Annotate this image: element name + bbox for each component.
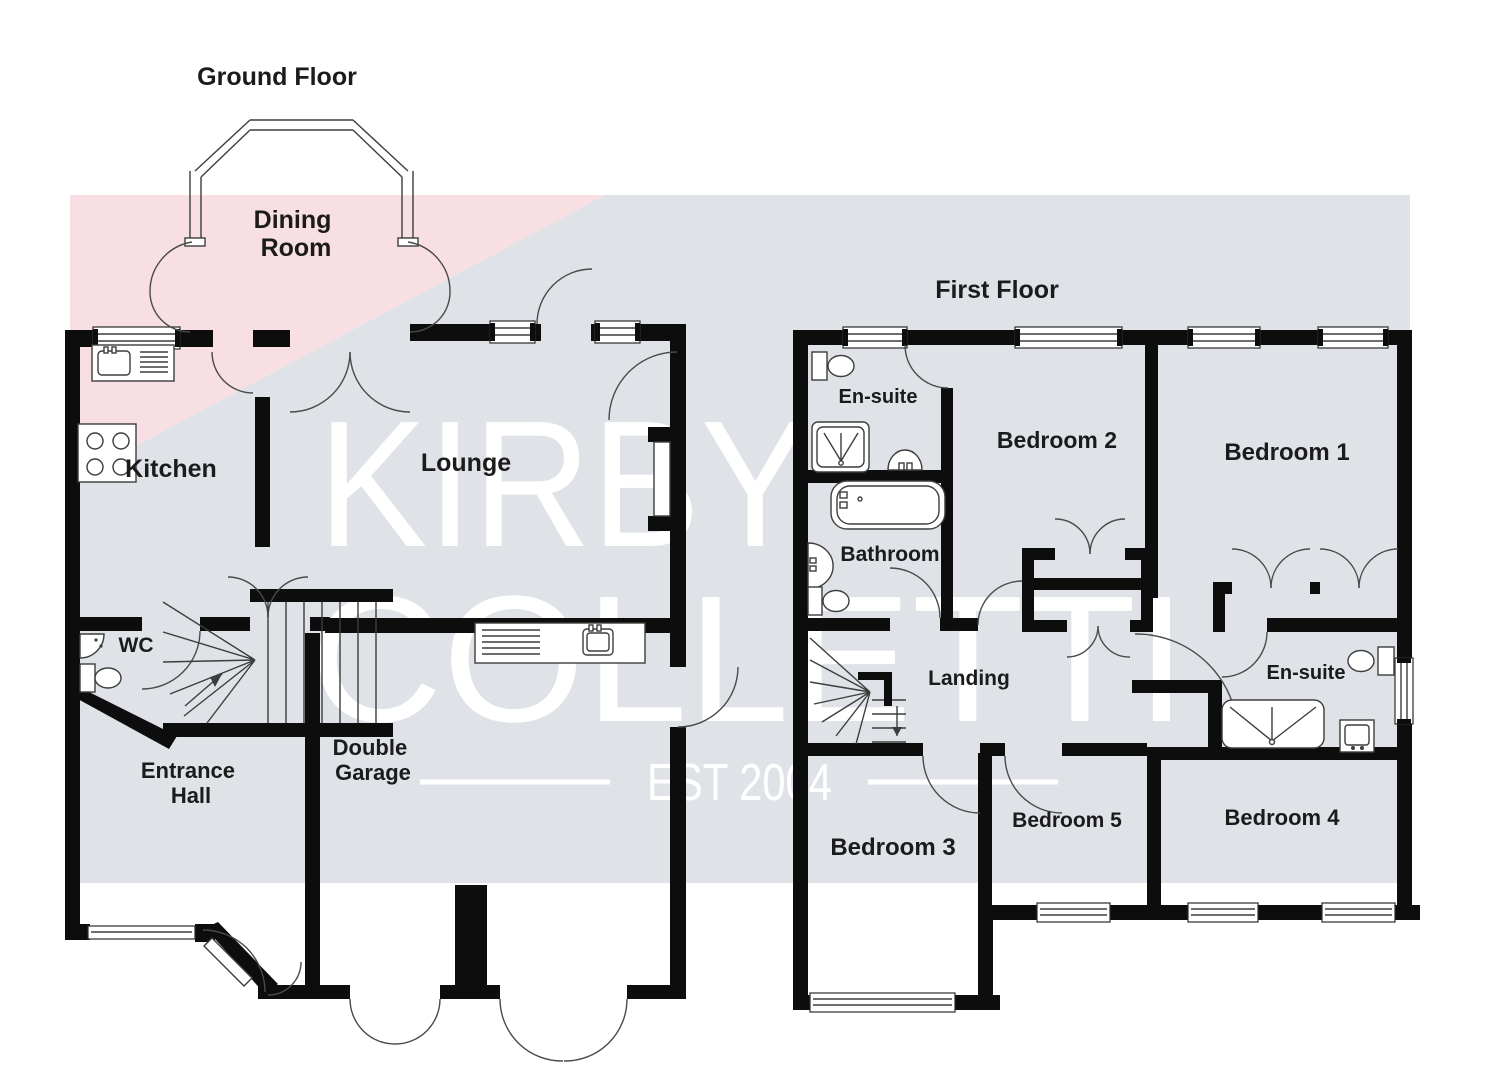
garage-door1-arc-right xyxy=(394,998,441,1045)
gray-wash-shape xyxy=(70,195,1410,883)
hall-bay-window xyxy=(87,925,196,940)
watermark-brand-bottom: COLLETTI xyxy=(310,559,1187,760)
ensuite-left-window xyxy=(842,326,908,349)
bathroom-door-arc xyxy=(889,567,941,619)
dining-left-door-arc2 xyxy=(149,291,191,333)
bedroom2-closet-arc-right xyxy=(1089,518,1126,555)
dining-right-door-arc xyxy=(407,241,451,293)
room-label-landing: Landing xyxy=(928,667,1010,690)
kitchen-sink-unit xyxy=(91,344,175,382)
garage-sink-unit xyxy=(474,622,646,664)
ground-floor-walls xyxy=(65,324,686,999)
dining-lounge-door-arc-left xyxy=(289,351,351,413)
room-label-bedroom-3: Bedroom 3 xyxy=(830,834,955,861)
bedroom2-closet-arc-left xyxy=(1054,518,1091,555)
lounge-window-left xyxy=(489,320,536,344)
bedroom3-door-arc xyxy=(922,755,981,814)
landing-closet-arc-left xyxy=(1066,625,1099,658)
bedroom2-window xyxy=(1014,326,1123,349)
room-label-bedroom-5: Bedroom 5 xyxy=(1012,809,1122,832)
bathroom-bathtub xyxy=(830,480,946,530)
ensuite-left-basin xyxy=(887,449,923,471)
lounge-side-door-arc xyxy=(608,351,678,421)
dining-left-door-arc xyxy=(149,241,193,293)
ground-floor-title: Ground Floor xyxy=(197,63,357,91)
garage-side-door-arc xyxy=(677,666,739,728)
first-floor-windows xyxy=(809,326,1414,1013)
wc-door-arc xyxy=(141,630,201,690)
room-label-bedroom-4: Bedroom 4 xyxy=(1225,805,1341,830)
ensuite-left-toilet xyxy=(811,351,855,381)
watermark-brand-top: KIRBY xyxy=(318,384,810,585)
first-floor-plan: First Floor En-suite Bedroom 2 Bedroom 1… xyxy=(793,276,1420,1013)
bedroom5-door-arc xyxy=(1004,755,1063,814)
bedroom1-wardrobe-arc-3 xyxy=(1319,548,1360,589)
garage-door2-arc-left xyxy=(499,998,564,1062)
ensuite-right-window xyxy=(1394,657,1414,725)
lounge-garden-door-arc xyxy=(536,268,593,325)
bedroom5-window xyxy=(1036,902,1111,923)
front-door-leaf xyxy=(203,937,253,987)
stairs-direction-arrow xyxy=(210,674,222,687)
bedroom1-wardrobe-arc-2 xyxy=(1270,548,1311,589)
ensuite-left-door-arc xyxy=(904,344,949,389)
ensuite-right-shower-bath xyxy=(1221,699,1325,749)
bedroom1-window-left xyxy=(1187,326,1261,349)
lounge-chimney-recess xyxy=(653,441,671,517)
bedroom1-wardrobe-arc-4 xyxy=(1358,548,1399,589)
room-label-bedroom-2: Bedroom 2 xyxy=(997,427,1117,453)
wc-toilet xyxy=(79,663,122,693)
room-label-dining-room: Dining Room xyxy=(254,206,339,262)
room-label-ensuite-right: En-suite xyxy=(1267,662,1346,684)
front-door-arc xyxy=(202,929,266,993)
garage-door2-arc-right xyxy=(563,998,628,1062)
room-label-entrance-hall: Entrance Hall xyxy=(141,758,241,808)
bedroom2-door-arc xyxy=(977,580,1023,626)
ground-floor-plan: Ground Floor Dining Room Kitchen Lounge … xyxy=(65,63,739,1062)
room-label-lounge: Lounge xyxy=(421,449,511,477)
room-label-double-garage: Double Garage xyxy=(333,735,414,785)
room-label-kitchen: Kitchen xyxy=(125,455,217,483)
bedroom3-window xyxy=(809,992,956,1013)
bedroom1-wardrobe-arc-1 xyxy=(1231,548,1272,589)
ensuite-right-toilet xyxy=(1347,646,1395,676)
bedroom4-window-right xyxy=(1321,902,1396,923)
garage-door1-arc-left xyxy=(349,998,396,1045)
landing-closet-arc-right xyxy=(1097,625,1131,658)
ensuite-left-shower xyxy=(811,421,870,473)
bathroom-toilet xyxy=(807,586,850,616)
kitchen-hob xyxy=(77,423,137,483)
dining-right-door-arc2 xyxy=(409,291,451,333)
ground-floor-windows xyxy=(87,119,641,940)
lounge-window-right xyxy=(594,320,641,344)
room-label-bathroom: Bathroom xyxy=(840,543,939,566)
bedroom4-window-left xyxy=(1187,902,1259,923)
dining-lounge-door-arc-right xyxy=(349,351,411,413)
landing-stairs-arrow xyxy=(892,727,902,736)
room-label-bedroom-1: Bedroom 1 xyxy=(1224,439,1349,466)
wc-basin xyxy=(79,633,105,659)
bedroom1-window-right xyxy=(1317,326,1389,349)
first-floor-walls xyxy=(793,330,1420,1010)
first-floor-stairs xyxy=(809,637,906,745)
ground-floor-doors xyxy=(141,241,739,1062)
room-label-wc: WC xyxy=(119,634,154,657)
kitchen-door-arc xyxy=(211,351,254,394)
first-floor-title: First Floor xyxy=(935,276,1059,304)
ground-floor-stairs xyxy=(162,601,377,724)
room-label-ensuite-left: En-suite xyxy=(839,386,918,408)
ensuite-right-basin xyxy=(1339,719,1375,753)
front-door-arc2 xyxy=(267,961,302,996)
first-floor-doors xyxy=(889,344,1399,814)
background-wash xyxy=(70,195,1410,883)
ensuite-right-door-arc xyxy=(1221,631,1268,678)
